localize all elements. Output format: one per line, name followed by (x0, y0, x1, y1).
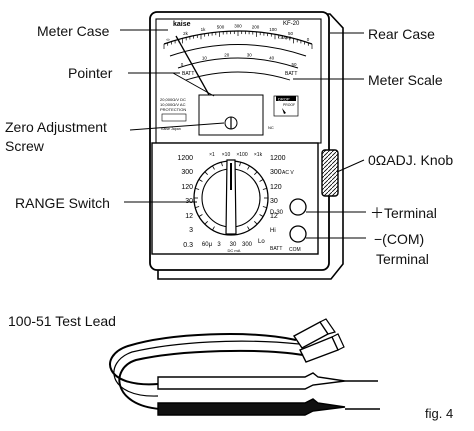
label-zero-adjust-2: Screw (5, 138, 44, 154)
label-rear-case: Rear Case (368, 26, 435, 42)
dial-label-dcv: 3 (189, 227, 193, 234)
scale-number-ohm: 50 (288, 31, 294, 36)
dial-tick (259, 179, 264, 182)
dial-tick (262, 206, 267, 208)
dial-label-hi: Hi (270, 228, 276, 234)
label-pointer: Pointer (68, 65, 113, 81)
dial-tick (198, 179, 203, 182)
dial-tick (204, 221, 208, 225)
label-meter-scale: Meter Scale (368, 72, 443, 88)
dial-tick (239, 162, 241, 167)
label-range-switch: RANGE Switch (15, 195, 110, 211)
dial-tick (195, 188, 200, 190)
dial-tick (212, 226, 215, 231)
dial-tick (262, 188, 267, 190)
dial-tick (247, 226, 250, 231)
dial-label-acv: 12 (270, 213, 278, 220)
scale-number-ohm: 100 (269, 27, 277, 32)
scale-number-ohm: 0 (307, 37, 310, 42)
dial-tick (195, 206, 200, 208)
batt-left-text: BATT (182, 71, 194, 77)
scale-number-ohm: ∞ (166, 37, 169, 42)
scale-number-ohm: 500 (217, 24, 225, 29)
scale-number-ohm: 200 (252, 24, 260, 29)
label-plus-terminal: ＋Terminal (370, 205, 437, 221)
label-com-terminal-2: Terminal (376, 251, 429, 267)
dial-label-dcma-unit: DC mA (228, 248, 241, 253)
dial-label-acv: 30 (270, 198, 278, 205)
range-dial-labels: 1200 300 120 30 12 3 0.3 1200 300 120 30 12 AC V ×1 ×1… (177, 152, 294, 253)
com-terminal[interactable] (289, 225, 307, 243)
dial-tick (221, 162, 223, 167)
label-meter-case: Meter Case (37, 23, 110, 39)
ohm-adj-knob[interactable] (321, 149, 339, 197)
com-small-label: COM (289, 247, 301, 253)
dial-label-dcma: 60μ (202, 242, 213, 248)
scale-number-volt: 30 (247, 52, 253, 57)
spec-text-2: 10,000Ω/V AC (160, 102, 186, 107)
scale-number-volt: 50 (291, 62, 297, 67)
batt-right-text: BATT (285, 71, 297, 77)
label-fig-number: fig. 4 (425, 406, 454, 421)
dial-label-ohm: ×10 (222, 152, 231, 158)
scale-number-volt: 10 (202, 56, 208, 61)
scale-number-volt: 40 (269, 56, 275, 61)
class-text: CLASS (278, 35, 291, 40)
dial-label-dcv: 300 (181, 169, 193, 176)
dial-tick (254, 221, 258, 225)
drop-label: DROP (278, 97, 290, 102)
scale-number-ohm: 300 (234, 24, 242, 29)
dial-label-dcv: 1200 (177, 155, 193, 162)
dial-label-dcma: 300 (242, 242, 253, 248)
dial-label-ohm: ×1k (254, 152, 263, 158)
dial-label-dcv: 120 (181, 184, 193, 191)
dial-label-dcv: 0.3 (183, 242, 193, 249)
test-lead (109, 318, 380, 416)
label-test-lead: 100-51 Test Lead (8, 313, 116, 329)
proof-label: PROOF (283, 103, 295, 107)
dial-label-acv: 120 (270, 184, 282, 191)
label-com-terminal-1: −(COM) (374, 231, 425, 247)
dial-label-acv: 1200 (270, 155, 286, 162)
dial-tick (212, 165, 215, 170)
dial-tick (204, 171, 208, 175)
dial-label-dcma: 30 (230, 242, 237, 248)
dial-label-ohm: ×1 (209, 152, 215, 158)
spec-text-3: PROTECTION (160, 107, 186, 112)
spec-text-4: Kaise Japan (161, 127, 181, 131)
scale-number-labels: 0 50 100 200 300 500 1k 2k ∞ 0 10 20 30 40 50 (166, 24, 309, 68)
dial-label-ohm: ×100 (236, 152, 247, 158)
scale-number-ohm: 1k (201, 27, 207, 32)
dial-label-acv-unit: AC V (282, 170, 294, 176)
dial-tick (247, 165, 250, 170)
model-text: KF-20 (283, 21, 300, 27)
dial-label-dcv: 12 (185, 213, 193, 220)
scale-ticks (163, 31, 313, 49)
range-dial-pointer (225, 159, 237, 235)
callout-leaders (120, 29, 366, 239)
dial-label-lo: Lo (258, 239, 265, 245)
dial-label-batt: BATT (270, 246, 282, 252)
dial-label-d30: D-30 (270, 210, 284, 216)
dial-label-acv: 300 (270, 169, 282, 176)
dial-tick (254, 171, 258, 175)
spec-text-1: 20,000Ω/V DC (160, 97, 186, 102)
label-zero-adjust-1: Zero Adjustment (5, 119, 107, 135)
nc-label: NC (268, 125, 274, 130)
brand-text: kaise (173, 21, 191, 28)
plus-terminal[interactable] (289, 198, 307, 216)
scale-number-volt: 0 (181, 62, 184, 67)
scale-number-volt: 20 (224, 52, 230, 57)
dial-label-dcma: 3 (217, 242, 221, 248)
scale-number-ohm: 2k (183, 31, 189, 36)
label-ohm-adj-knob: 0ΩADJ. Knob (368, 152, 454, 168)
dial-tick (259, 214, 264, 217)
dial-tick (198, 214, 203, 217)
